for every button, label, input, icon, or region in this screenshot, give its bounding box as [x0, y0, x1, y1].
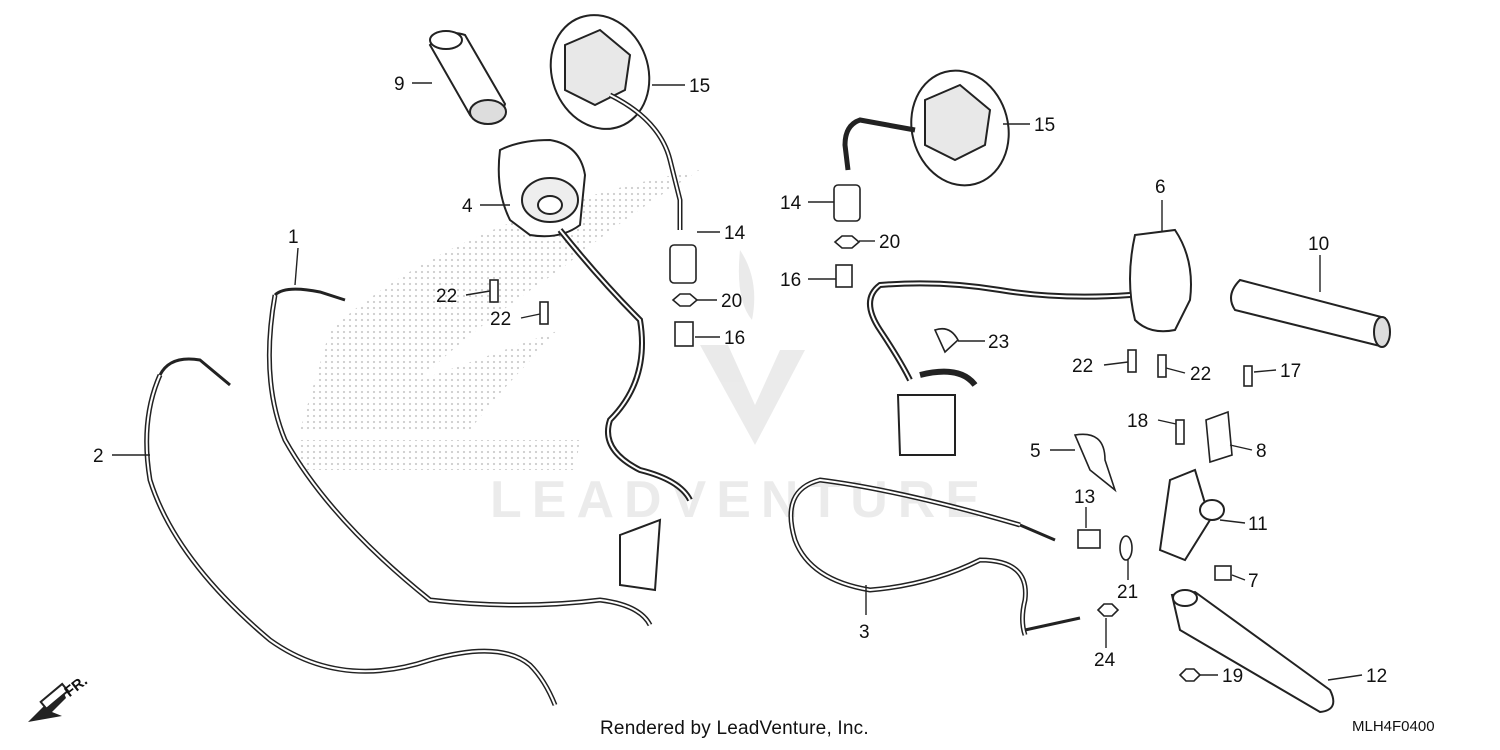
callout-9: 9 — [394, 74, 405, 95]
throttle-cables — [144, 287, 653, 706]
callout-7: 7 — [1248, 571, 1259, 592]
callout-22-d: 22 — [1190, 364, 1211, 385]
left-mirror — [549, 14, 683, 230]
callout-8: 8 — [1256, 441, 1267, 462]
callout-15-right: 15 — [1034, 115, 1055, 136]
clutch-lever-assembly — [1158, 468, 1335, 714]
clutch-cable — [788, 477, 1081, 636]
watermark-text: LEADVENTURE — [490, 471, 991, 529]
callout-17: 17 — [1280, 361, 1301, 382]
callout-1: 1 — [288, 227, 299, 248]
callout-19: 19 — [1222, 666, 1243, 687]
callout-2: 2 — [93, 446, 104, 467]
right-harness — [867, 280, 1131, 456]
callout-23: 23 — [988, 332, 1009, 353]
left-switch-housing — [497, 138, 587, 238]
callout-16-right: 16 — [780, 270, 801, 291]
left-harness — [557, 228, 693, 592]
locknut-21 — [1119, 535, 1133, 561]
callout-11: 11 — [1248, 514, 1268, 535]
callout-22-a: 22 — [436, 286, 457, 307]
callout-labels: 1 2 3 4 5 6 7 8 9 10 11 12 13 14 14 15 1… — [93, 74, 1387, 687]
adapter-right — [835, 264, 853, 288]
right-switch-housing — [1129, 228, 1192, 333]
right-grip — [1230, 278, 1391, 348]
rendered-by-footer: Rendered by LeadVenture, Inc. — [600, 718, 869, 739]
callout-16-left: 16 — [724, 328, 745, 349]
holder-8 — [1205, 410, 1233, 464]
screw-22-c — [1127, 349, 1137, 373]
callout-5: 5 — [1030, 441, 1041, 462]
rubber-boot-left — [669, 244, 697, 284]
bolt-18 — [1175, 419, 1185, 445]
callout-13: 13 — [1074, 487, 1095, 508]
screw-22-d — [1157, 354, 1167, 378]
callout-20-left: 20 — [721, 291, 742, 312]
leadventure-logo-watermark — [700, 250, 805, 445]
callout-4: 4 — [462, 196, 473, 217]
callout-22-c: 22 — [1072, 356, 1093, 377]
adjuster-13 — [1077, 529, 1101, 549]
callout-12: 12 — [1366, 666, 1387, 687]
callout-18: 18 — [1127, 411, 1148, 432]
nut-24 — [1096, 603, 1120, 617]
callout-24: 24 — [1094, 650, 1116, 671]
screw-22-a — [489, 279, 499, 303]
adapter-left — [674, 321, 694, 347]
honda-wing-watermark — [300, 170, 700, 470]
screw-22-b — [539, 301, 549, 325]
cover-5 — [1073, 433, 1117, 493]
callout-20-right: 20 — [879, 232, 900, 253]
nut-right — [833, 235, 861, 249]
callout-10: 10 — [1308, 234, 1329, 255]
front-direction-arrow — [28, 682, 70, 722]
diagram-code: MLH4F0400 — [1352, 718, 1435, 735]
callout-14-right: 14 — [780, 193, 802, 214]
callout-15-left: 15 — [689, 76, 710, 97]
leader-lines — [112, 82, 1363, 681]
switch-7 — [1214, 565, 1232, 581]
callout-6: 6 — [1155, 177, 1166, 198]
screw-17 — [1243, 365, 1253, 387]
callout-3: 3 — [859, 622, 870, 643]
callout-14-left: 14 — [724, 223, 746, 244]
nut-left — [671, 293, 699, 307]
left-grip — [428, 30, 507, 125]
hardware-fasteners — [489, 184, 1253, 682]
right-mirror — [842, 69, 1010, 187]
clamp-23 — [933, 327, 959, 354]
callout-21: 21 — [1117, 582, 1138, 603]
rubber-boot-right — [833, 184, 861, 222]
nut-19 — [1178, 668, 1202, 682]
callout-22-b: 22 — [490, 309, 511, 330]
